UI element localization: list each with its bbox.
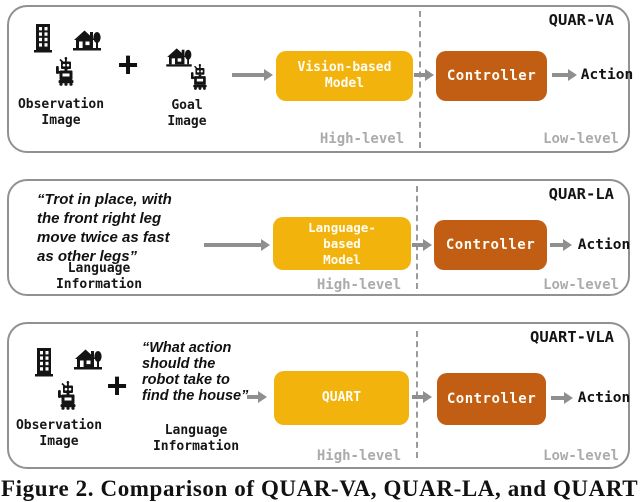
action-label: Action xyxy=(580,67,634,83)
controller-box: Controller xyxy=(437,373,546,425)
robot-icon xyxy=(58,381,76,410)
panel-title: QUAR-LA xyxy=(548,185,614,203)
action-label: Action xyxy=(577,390,631,406)
plus-sign: + xyxy=(117,44,139,85)
input-arrow xyxy=(232,69,273,80)
input-arrow xyxy=(204,239,270,250)
action-label: Action xyxy=(577,237,631,253)
model-to-controller-arrow xyxy=(412,239,432,250)
robot-icon xyxy=(56,57,74,86)
high-level-label: High-level xyxy=(316,448,402,464)
building-icon xyxy=(35,348,53,377)
language-quote: “What action should the robot take to fi… xyxy=(142,340,249,404)
controller-to-action-arrow xyxy=(551,392,573,403)
high-level-label: High-level xyxy=(319,131,405,147)
language-quote: “Trot in place, with the front right leg… xyxy=(37,191,172,265)
controller-to-action-arrow xyxy=(552,69,577,80)
controller-to-action-arrow xyxy=(550,239,572,250)
low-level-label: Low-level xyxy=(543,277,619,293)
panel-quart-vla: QUART-VLA xyxy=(7,322,630,469)
observation-image-label: Observation Image xyxy=(17,97,105,128)
language-information-label: Language Information xyxy=(55,261,143,292)
panel-title: QUART-VLA xyxy=(530,328,614,346)
goal-image-label: Goal Image xyxy=(167,98,207,129)
controller-box: Controller xyxy=(436,51,547,101)
house-icon xyxy=(166,48,192,67)
house-icon xyxy=(74,349,102,370)
low-level-label: Low-level xyxy=(543,448,619,464)
building-icon xyxy=(34,24,52,53)
input-arrow xyxy=(247,391,267,402)
panel-quar-la: QUAR-LA “Trot in place, with the front r… xyxy=(7,179,630,296)
level-divider xyxy=(419,11,421,148)
robot-icon xyxy=(190,64,207,90)
low-level-label: Low-level xyxy=(543,131,619,147)
model-to-controller-arrow xyxy=(412,391,432,402)
figure-caption: Figure 2. Comparison of QUAR-VA, QUAR-LA… xyxy=(1,476,639,501)
plus-sign: + xyxy=(106,365,128,406)
language-model-box: Language- based Model xyxy=(273,217,411,270)
panel-title: QUAR-VA xyxy=(548,11,614,29)
observation-image-label: Observation Image xyxy=(15,418,103,449)
house-icon xyxy=(73,30,101,51)
level-divider xyxy=(416,186,418,289)
controller-box: Controller xyxy=(434,220,547,270)
panel-quar-va: QUAR-VA xyxy=(7,5,633,153)
vision-model-box: Vision-based Model xyxy=(276,51,413,101)
quart-model-box: QUART xyxy=(274,371,409,425)
level-divider xyxy=(416,331,418,458)
language-information-label: Language Information xyxy=(152,423,240,454)
high-level-label: High-level xyxy=(316,277,402,293)
model-to-controller-arrow xyxy=(414,69,434,80)
